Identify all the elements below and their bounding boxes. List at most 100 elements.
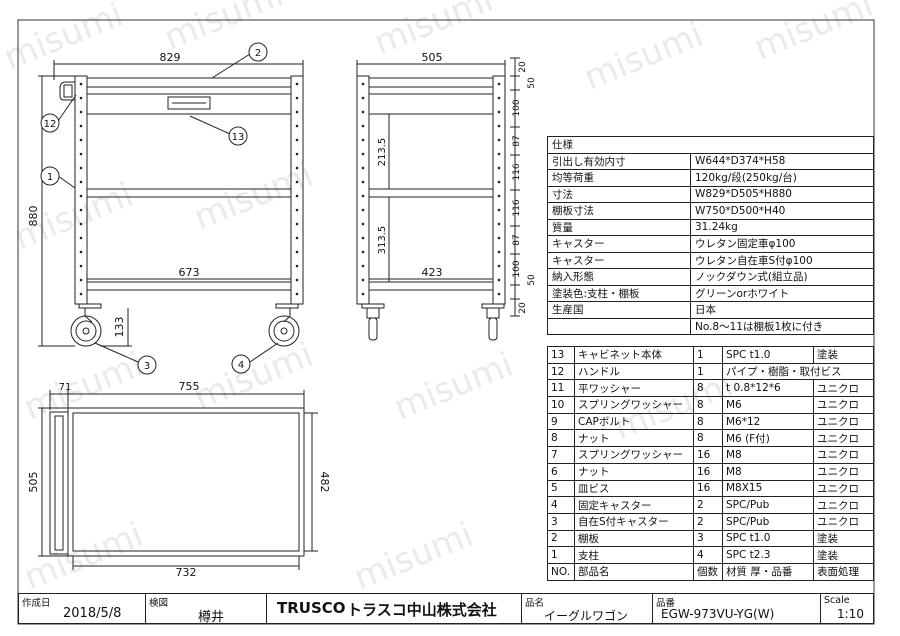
part-name: スプリングワッシャー [574,446,694,464]
part-finish: ユニクロ [813,496,874,514]
dim-side-gap-lower: 313.5 [377,226,388,255]
part-material: M6*12 [722,412,814,431]
spec-value: 日本 [690,301,874,319]
part-name: 支柱 [574,546,694,564]
part-qty: 16 [693,446,723,464]
spec-key: 生産国 [547,301,691,319]
created-value: 2018/5/8 [63,606,122,621]
callout-12: 12 [44,119,57,130]
part-material: M8X15 [722,479,814,498]
part-no: 13 [547,346,575,364]
parts-header-qty: 個数 [693,562,723,581]
part-material: SPC/Pub [722,496,814,514]
side-stack-dims: 20 50 100 87 116 116 87 100 50 20 [512,61,537,314]
svg-text:116: 116 [512,199,522,216]
spec-key: 塗装色:支柱・棚板 [547,284,691,302]
side-view [356,57,520,341]
svg-text:20: 20 [518,61,528,73]
part-no: 6 [547,462,575,481]
part-finish: ユニクロ [813,512,874,531]
part-qty: 3 [693,529,723,548]
part-name: CAPボルト [574,412,694,431]
part-material: M6 (F付) [722,429,814,448]
svg-text:87: 87 [512,135,522,146]
part-name: ハンドル [574,362,694,381]
parts-header-no: NO. [547,562,575,581]
part-name: 棚板 [574,529,694,548]
part-name: 皿ビス [574,479,694,498]
svg-text:misumi: misumi [348,515,478,599]
check-value: 樽井 [198,610,225,625]
dim-top-inner-width: 732 [176,566,197,579]
part-name: 固定キャスター [574,496,694,514]
dim-side-width: 505 [422,51,443,64]
part-qty: 16 [693,479,723,498]
spec-value: グリーンorホワイト [690,284,874,302]
spec-key: 納入形態 [547,268,691,286]
part-finish: ユニクロ [813,479,874,498]
callout-13: 13 [232,132,245,143]
part-name: 自在S付キャスター [574,512,694,531]
part-material: SPC/Pub [722,512,814,531]
part-finish: ユニクロ [813,396,874,414]
svg-text:misumi: misumi [748,0,878,68]
company-name: トラスコ中山株式会社 [347,601,497,619]
part-name: 平ワッシャー [574,379,694,398]
spec-value: W644*D374*H58 [690,152,874,170]
part-qty: 2 [693,512,723,531]
spec-value: ウレタン自在車S付φ100 [690,251,874,269]
callout-4: 4 [238,360,244,371]
svg-text:87: 87 [512,234,522,245]
product-name-cell: 品名 イーグルワゴン [521,593,653,624]
part-material: M6 [722,396,814,414]
part-no: 8 [547,429,575,448]
scale-value: 1:10 [837,607,864,621]
svg-text:misumi: misumi [188,155,318,239]
part-qty: 1 [693,362,723,381]
svg-text:20: 20 [518,302,528,314]
dim-side-gap-upper: 213.5 [377,138,388,167]
spec-value: W829*D505*H880 [690,185,874,203]
spec-key: 質量 [547,218,691,236]
scale-cell: Scale 1:10 [820,593,874,624]
created-label: 作成日 [22,598,51,609]
part-name: ナット [574,429,694,448]
svg-text:misumi: misumi [188,335,318,419]
part-finish: 塗装 [813,529,874,548]
part-label: 品番 [656,598,676,609]
svg-text:50: 50 [527,274,537,286]
svg-text:100: 100 [512,99,522,116]
part-qty: 16 [693,462,723,481]
part-no: 9 [547,412,575,431]
svg-text:misumi: misumi [158,0,288,58]
spec-key: 均等荷重 [547,169,691,187]
part-name: キャビネット本体 [574,346,694,364]
spec-value: 31.24kg [690,218,874,236]
svg-text:misumi: misumi [0,0,129,78]
part-qty: 8 [693,396,723,414]
parts-header-material: 材質 厚・品番 [722,562,814,581]
product-label: 品名 [525,598,545,609]
part-no: 11 [547,379,575,398]
svg-text:misumi: misumi [578,15,708,99]
spec-value: ウレタン固定車φ100 [690,235,874,253]
spec-note: No.8～11は棚板1枚に付き [690,317,874,335]
dim-top-handle: 71 [59,382,72,393]
svg-text:misumi: misumi [18,345,148,429]
svg-text:100: 100 [512,260,522,277]
sheet-border [17,19,875,625]
part-qty: 4 [693,546,723,564]
part-finish: 塗装 [813,346,874,364]
dim-caster-height: 133 [113,317,126,338]
scale-label: Scale [824,595,850,606]
part-finish: ユニクロ [813,412,874,431]
dim-top-width: 755 [179,380,200,393]
part-no: 7 [547,446,575,464]
check-cell: 検図 樽井 [145,593,267,625]
part-qty: 8 [693,429,723,448]
product-value: イーグルワゴン [544,609,629,623]
part-material: t 0.8*12*6 [722,379,814,398]
part-qty: 1 [693,346,723,364]
dim-side-inner: 423 [422,266,443,279]
top-view [38,390,318,570]
